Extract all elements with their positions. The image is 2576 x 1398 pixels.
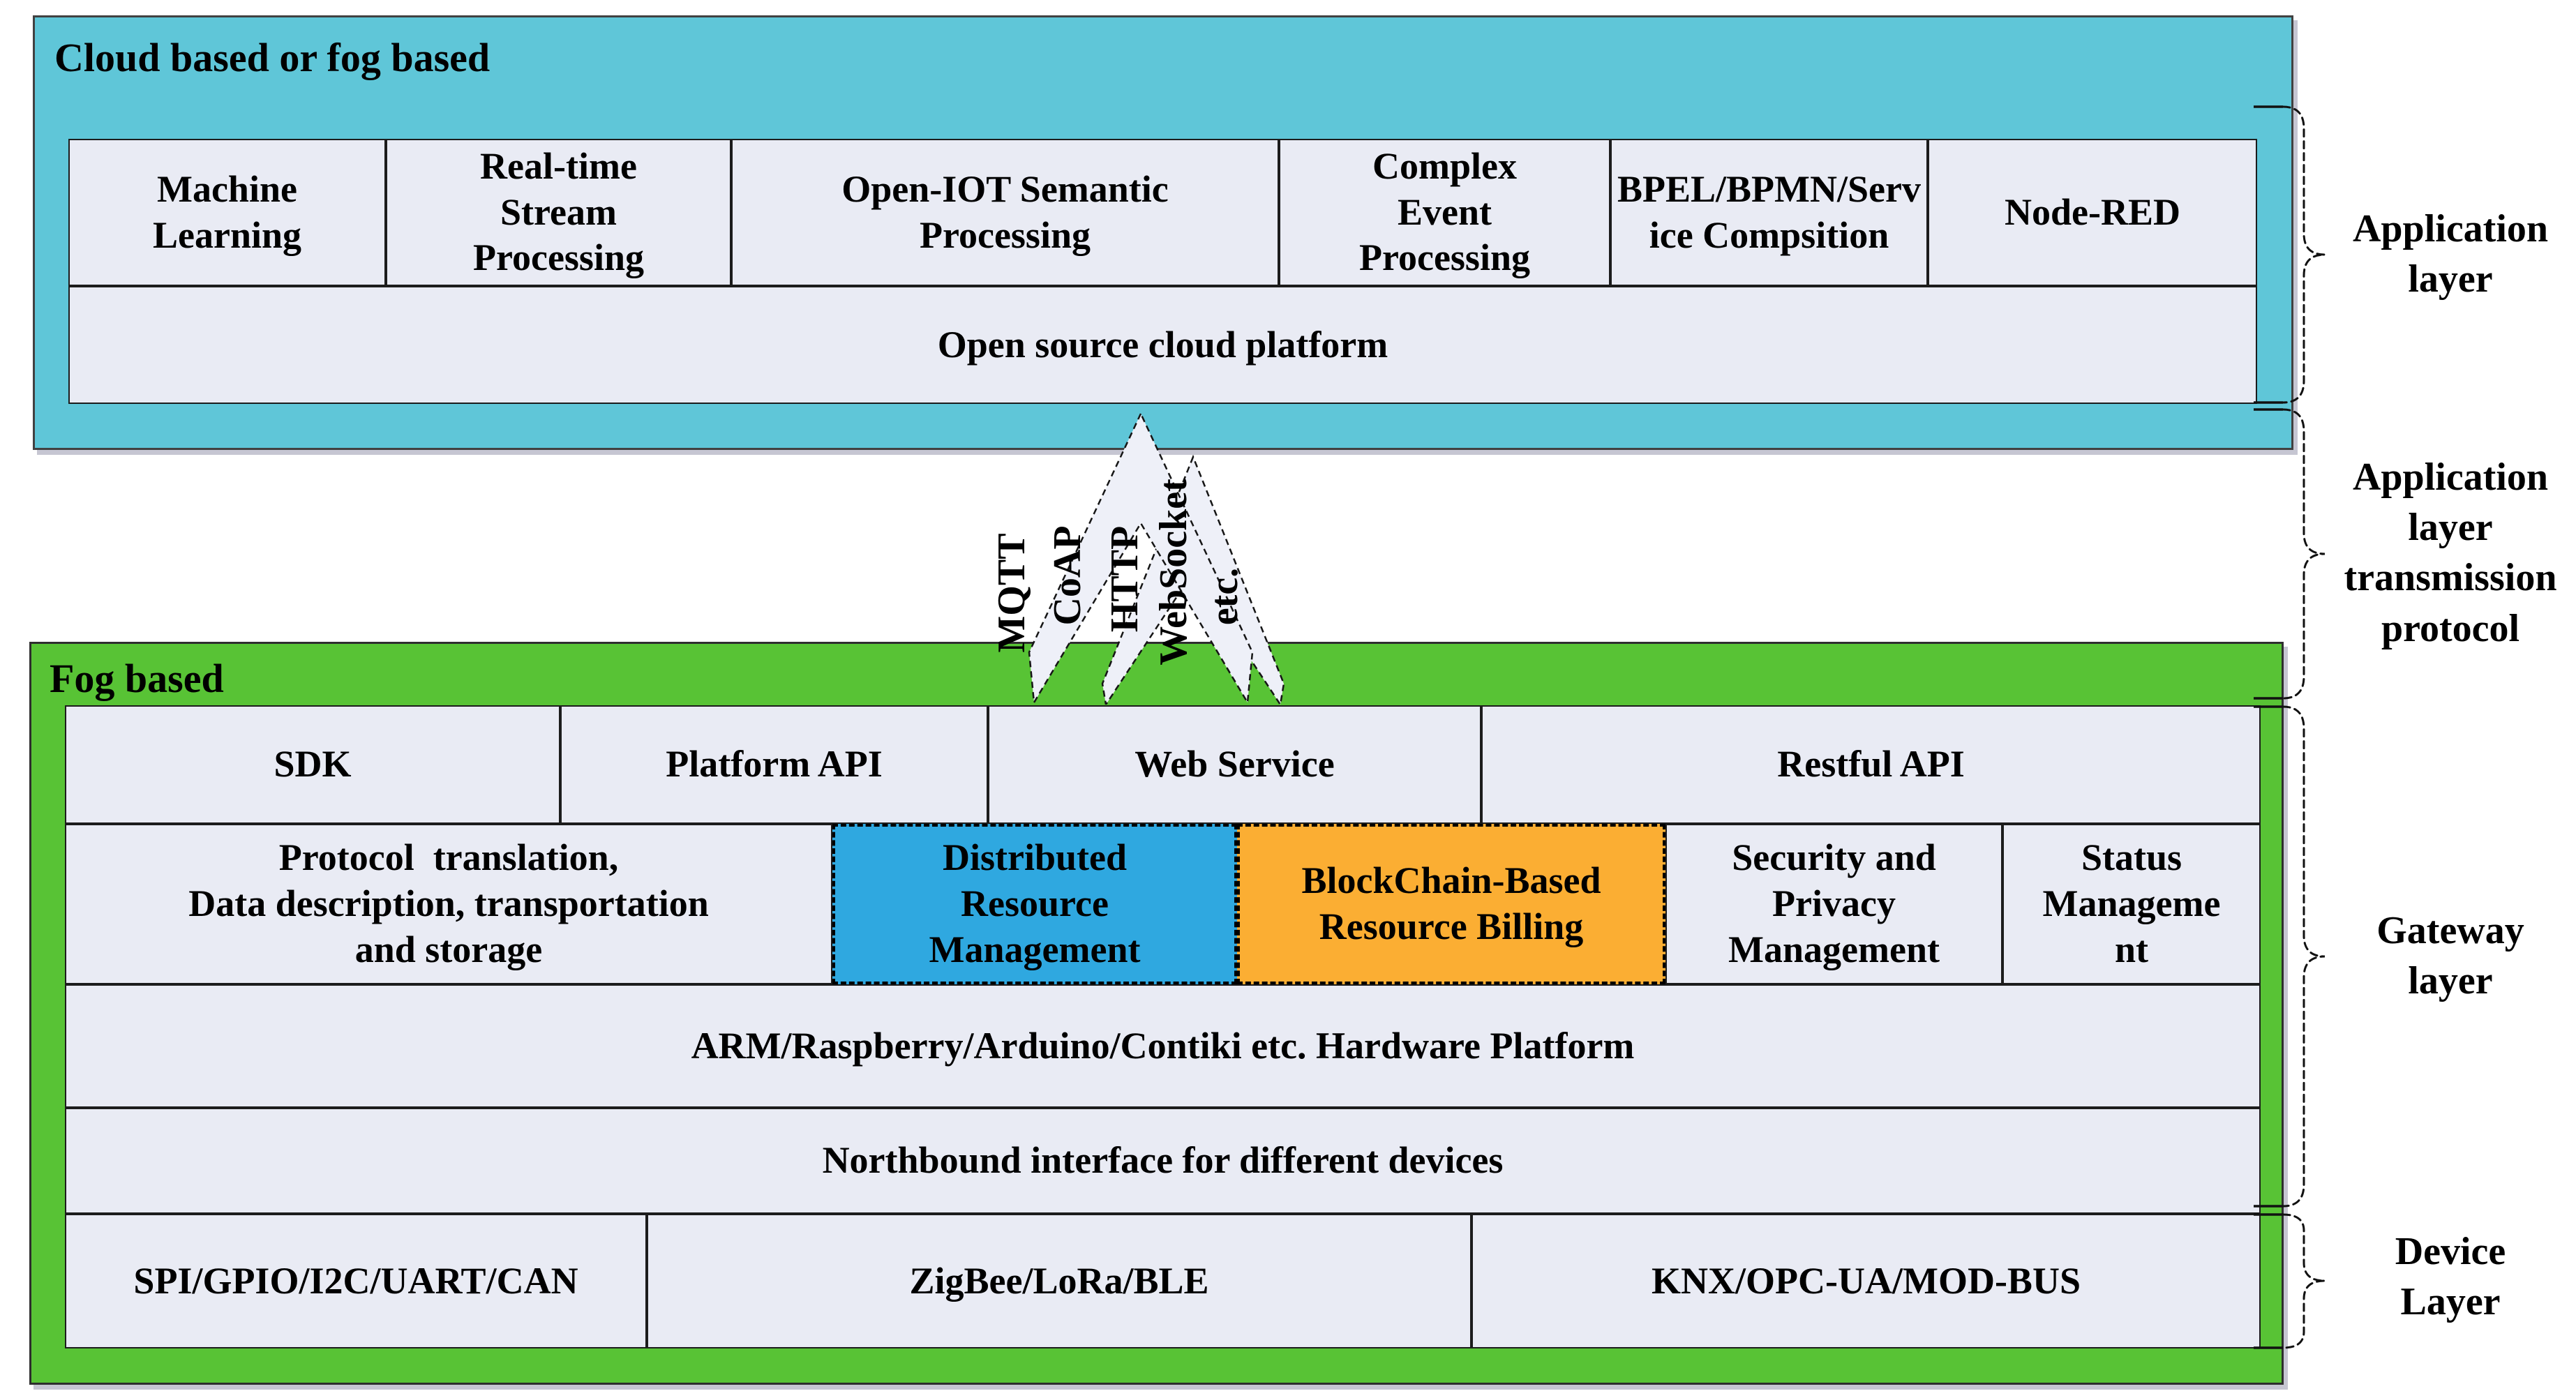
cell-knx-opcua-modbus: KNX/OPC-UA/MOD-BUS: [1472, 1214, 2261, 1348]
cell-sdk: SDK: [65, 705, 560, 824]
fog-box-title: Fog based: [50, 656, 224, 701]
cell-distributed-resource-management: Distributed Resource Management: [832, 824, 1237, 984]
cell-realtime-stream-processing: Real-time Stream Processing: [386, 139, 731, 286]
protocol-label-mqtt: MQTT: [990, 533, 1033, 653]
up-arrow-chevrons-icon: [1028, 412, 1285, 705]
cell-complex-event-processing: Complex Event Processing: [1279, 139, 1610, 286]
cell-spi-gpio-i2c-uart-can: SPI/GPIO/I2C/UART/CAN: [65, 1214, 647, 1348]
brace-application-layer-icon: [2254, 105, 2326, 404]
cell-northbound-interface: Northbound interface for different devic…: [65, 1108, 2261, 1214]
label-application-layer: Application layer: [2352, 207, 2549, 301]
brace-transmission-protocol-icon: [2254, 408, 2326, 700]
middleware-row: Protocol translation, Data description, …: [65, 824, 2261, 984]
transmission-protocol-arrow: MQTT CoAP HTTP WebSocket etc.: [980, 408, 1287, 705]
brace-device-layer-icon: [2254, 1213, 2326, 1349]
cell-security-privacy-management: Security and Privacy Management: [1665, 824, 2002, 984]
protocol-label-etc: etc.: [1203, 567, 1246, 626]
fog-gateway-layer-box: Fog based SDK Platform API Web Service R…: [29, 642, 2284, 1385]
brace-gateway-layer-icon: [2254, 705, 2326, 1208]
cell-machine-learning: Machine Learning: [68, 139, 386, 286]
application-components-row: Machine Learning Real-time Stream Proces…: [68, 139, 2257, 286]
cell-bpel-bpmn-service-composition: BPEL/BPMN/Serv ice Compsition: [1610, 139, 1928, 286]
protocol-label-coap: CoAP: [1046, 525, 1089, 626]
protocol-label-websocket: WebSocket: [1152, 479, 1195, 666]
application-box-title: Cloud based or fog based: [54, 35, 491, 80]
cell-openiot-semantic-processing: Open-IOT Semantic Processing: [731, 139, 1279, 286]
label-device-layer: Device Layer: [2395, 1230, 2506, 1324]
label-gateway-layer: Gateway layer: [2376, 909, 2524, 1003]
gateway-rows: SDK Platform API Web Service Restful API…: [65, 705, 2261, 1348]
application-layer-box: Cloud based or fog based Machine Learnin…: [33, 15, 2293, 450]
cell-status-management: Status Manageme nt: [2002, 824, 2261, 984]
cell-zigbee-lora-ble: ZigBee/LoRa/BLE: [647, 1214, 1472, 1348]
protocol-label-http: HTTP: [1103, 525, 1146, 633]
northbound-interface-row: Northbound interface for different devic…: [65, 1108, 2261, 1214]
cell-open-source-cloud-platform: Open source cloud platform: [68, 286, 2257, 404]
cell-web-service: Web Service: [988, 705, 1481, 824]
cell-protocol-translation: Protocol translation, Data description, …: [65, 824, 832, 984]
cell-restful-api: Restful API: [1481, 705, 2261, 824]
device-protocols-row: SPI/GPIO/I2C/UART/CAN ZigBee/LoRa/BLE KN…: [65, 1214, 2261, 1348]
cell-platform-api: Platform API: [560, 705, 988, 824]
cell-blockchain-resource-billing: BlockChain-Based Resource Billing: [1237, 824, 1665, 984]
cell-node-red: Node-RED: [1928, 139, 2257, 286]
label-application-layer-transmission-protocol: Application layer transmission protocol: [2344, 456, 2557, 650]
api-row: SDK Platform API Web Service Restful API: [65, 705, 2261, 824]
cell-hardware-platform: ARM/Raspberry/Arduino/Contiki etc. Hardw…: [65, 984, 2261, 1108]
hardware-platform-row: ARM/Raspberry/Arduino/Contiki etc. Hardw…: [65, 984, 2261, 1108]
